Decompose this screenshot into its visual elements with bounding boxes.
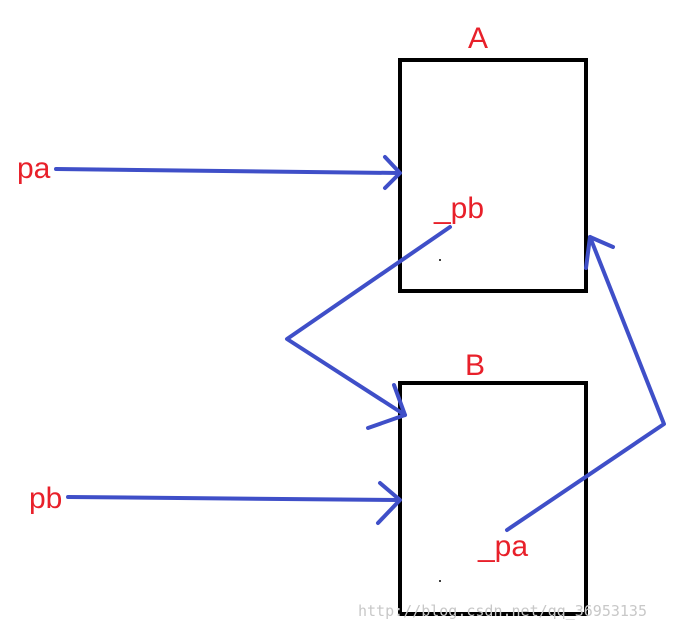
watermark: http://blog.csdn.net/qq_36953135 [358, 602, 647, 620]
label-box-b: B [465, 349, 485, 382]
arrow-pb-to-b [66, 495, 400, 502]
box-b [398, 381, 588, 616]
dot-b [439, 580, 441, 582]
arrowhead-pa [383, 155, 402, 190]
arrow-member-pa-to-a [505, 235, 666, 532]
label-box-a: A [468, 22, 488, 55]
dot-a [439, 259, 441, 261]
label-ptr-pa: pa [17, 152, 51, 185]
arrowhead-pb [376, 481, 402, 525]
arrow-pa-to-a [54, 167, 400, 175]
label-member-pb: _pb [433, 192, 484, 225]
arrowhead-member-pa [584, 235, 615, 270]
box-a [398, 58, 588, 293]
label-ptr-pb: pb [29, 482, 62, 515]
arrowhead-member-pb [366, 383, 407, 430]
arrow-member-pb-to-b [285, 225, 452, 417]
label-member-pa: _pa [477, 530, 528, 563]
